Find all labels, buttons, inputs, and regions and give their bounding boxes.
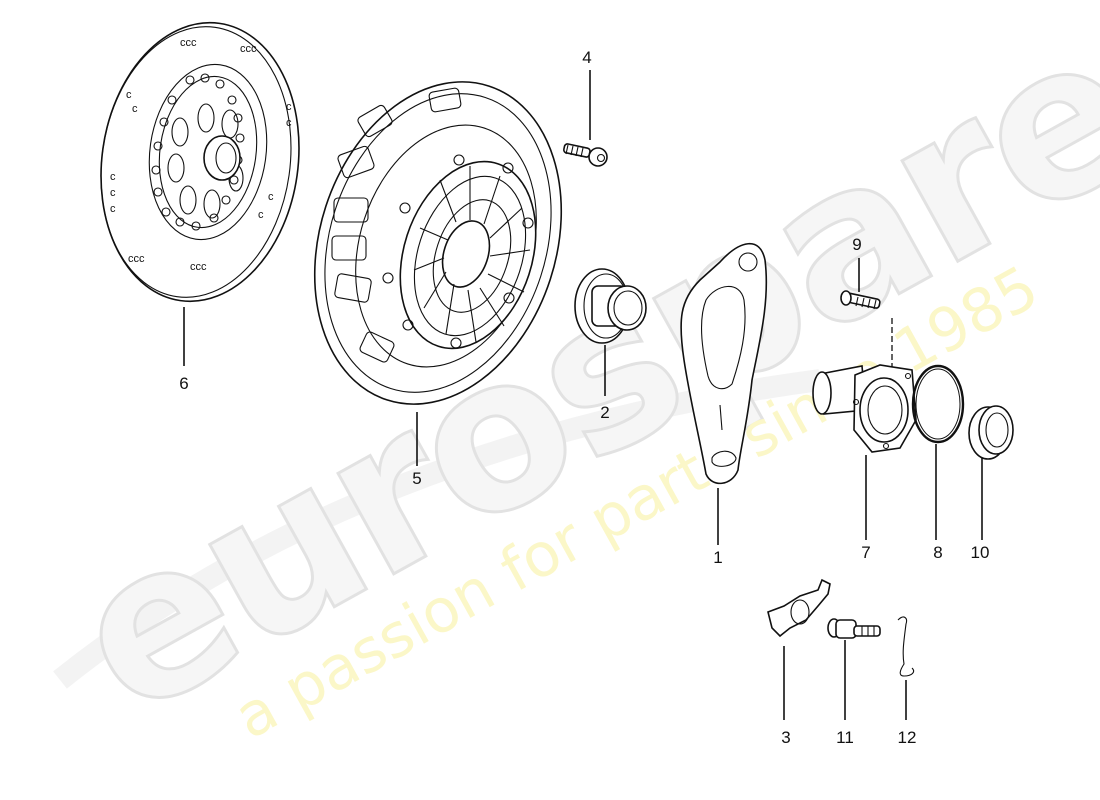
- retaining-spring-part[interactable]: [897, 616, 915, 677]
- pressure-plate-part[interactable]: [275, 50, 601, 437]
- callout-1[interactable]: 1: [713, 548, 722, 567]
- svg-text:ccc: ccc: [190, 261, 207, 273]
- callout-9[interactable]: 9: [852, 235, 861, 254]
- callout-11[interactable]: 11: [836, 728, 854, 747]
- callout-12[interactable]: 12: [898, 728, 917, 747]
- bearing-clip-part[interactable]: [767, 578, 831, 638]
- svg-text:c: c: [110, 171, 116, 183]
- svg-text:c: c: [286, 101, 292, 113]
- svg-text:c: c: [110, 187, 116, 199]
- callout-2[interactable]: 2: [600, 403, 609, 422]
- callout-4[interactable]: 4: [582, 48, 591, 67]
- release-bearing-part[interactable]: [574, 268, 647, 344]
- svg-text:ccc: ccc: [240, 43, 257, 55]
- svg-text:c: c: [110, 203, 116, 215]
- callout-5[interactable]: 5: [412, 469, 421, 488]
- o-ring-part[interactable]: [911, 364, 965, 444]
- callout-10[interactable]: 10: [971, 543, 990, 562]
- svg-text:ccc: ccc: [180, 37, 197, 49]
- ball-stud-part[interactable]: [827, 618, 881, 639]
- pressure-plate-bolt-part[interactable]: [563, 143, 608, 167]
- svg-text:c: c: [132, 103, 138, 115]
- callout-8[interactable]: 8: [933, 543, 942, 562]
- svg-text:c: c: [126, 89, 132, 101]
- seal-ring-part[interactable]: [968, 405, 1014, 460]
- callout-3[interactable]: 3: [781, 728, 790, 747]
- guide-tube-part[interactable]: [812, 364, 917, 453]
- guide-tube-bolt-part[interactable]: [840, 290, 881, 310]
- svg-text:c: c: [258, 209, 264, 221]
- clutch-disc-part[interactable]: ccc ccc c c c c c c c c c ccc ccc: [83, 10, 316, 315]
- callout-7[interactable]: 7: [861, 543, 870, 562]
- release-fork-part[interactable]: [680, 242, 768, 485]
- svg-text:ccc: ccc: [128, 253, 145, 265]
- callout-6[interactable]: 6: [179, 374, 188, 393]
- svg-text:c: c: [286, 117, 292, 129]
- svg-text:c: c: [268, 191, 274, 203]
